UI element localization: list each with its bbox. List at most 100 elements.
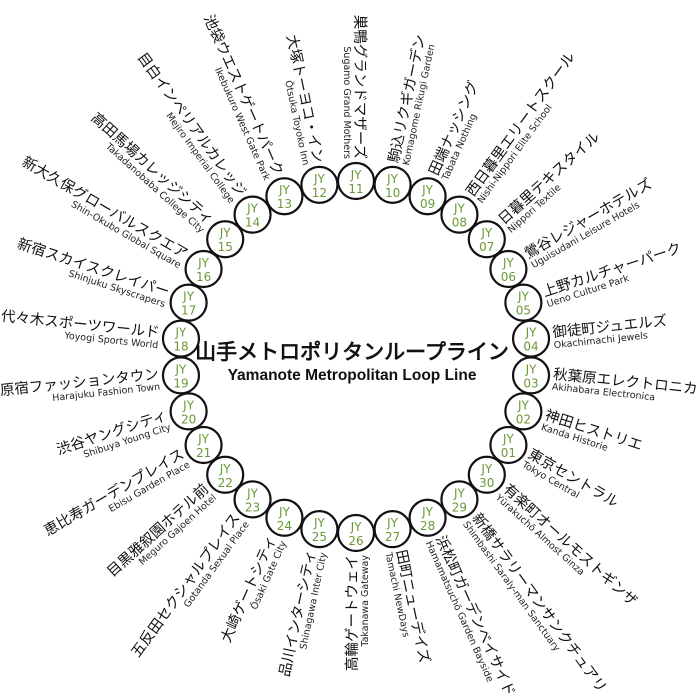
station-marker bbox=[504, 283, 543, 322]
station-marker bbox=[467, 220, 506, 259]
station-line-code: JY bbox=[453, 486, 466, 500]
station-number: 26 bbox=[348, 534, 363, 548]
station-line-code: JY bbox=[453, 202, 466, 216]
station-marker bbox=[408, 498, 447, 537]
station-number: 07 bbox=[479, 240, 494, 254]
station-line-code: JY bbox=[313, 516, 326, 530]
station-marker bbox=[467, 455, 506, 494]
station-line-code: JY bbox=[219, 462, 232, 476]
station-number: 04 bbox=[523, 340, 538, 354]
station-line-code: JY bbox=[502, 432, 515, 446]
title-japanese: 山手メトロポリタンループライン bbox=[195, 340, 509, 364]
station-line-code: JY bbox=[350, 520, 363, 534]
station-name-japanese: 巣鴨グランドマザーズ bbox=[351, 15, 368, 159]
station-line-code: JY bbox=[246, 202, 259, 216]
station-number: 16 bbox=[196, 270, 211, 284]
station-line-code: JY bbox=[386, 516, 399, 530]
station-line-code: JY bbox=[182, 290, 195, 304]
station-line-code: JY bbox=[197, 256, 210, 270]
station-number: 22 bbox=[218, 476, 233, 490]
station-number: 03 bbox=[523, 376, 538, 390]
station-line-code: JY bbox=[350, 168, 363, 182]
station-marker bbox=[373, 510, 412, 549]
station-line-code: JY bbox=[182, 398, 195, 412]
station-name-english: Sugamo Grand Mothers bbox=[341, 46, 352, 159]
station-number: 10 bbox=[385, 186, 400, 200]
station-number: 17 bbox=[181, 304, 196, 318]
station-marker bbox=[233, 480, 272, 519]
station-marker bbox=[504, 392, 543, 431]
station-number: 27 bbox=[385, 530, 400, 544]
station-number: 11 bbox=[348, 182, 363, 196]
station-marker bbox=[265, 177, 304, 216]
station-line-code: JY bbox=[502, 256, 515, 270]
station-marker bbox=[489, 249, 528, 289]
station-marker bbox=[161, 356, 201, 395]
station-number: 19 bbox=[173, 376, 188, 390]
station-number: 25 bbox=[312, 530, 327, 544]
station-line-code: JY bbox=[278, 505, 291, 519]
station-number: 28 bbox=[420, 519, 435, 533]
station-number: 21 bbox=[196, 446, 211, 460]
station-line-code: JY bbox=[480, 462, 493, 476]
station-line-code: JY bbox=[219, 226, 232, 240]
station-number: 09 bbox=[420, 197, 435, 211]
station-number: 02 bbox=[516, 412, 531, 426]
station-number: 29 bbox=[452, 500, 467, 514]
station-marker bbox=[265, 498, 304, 537]
title-english: Yamanote Metropolitan Loop Line bbox=[228, 367, 477, 384]
station-marker bbox=[489, 425, 528, 465]
station-number: 20 bbox=[181, 412, 196, 426]
station-line-code: JY bbox=[175, 326, 188, 340]
station-marker bbox=[440, 195, 479, 234]
station-line-code: JY bbox=[517, 398, 530, 412]
station-marker bbox=[206, 455, 245, 494]
station-number: 13 bbox=[277, 197, 292, 211]
station-number: 08 bbox=[452, 216, 467, 230]
station-marker bbox=[184, 425, 223, 465]
station-number: 24 bbox=[277, 519, 292, 533]
station-line-code: JY bbox=[197, 432, 210, 446]
station-marker bbox=[511, 319, 551, 358]
station-line-code: JY bbox=[313, 172, 326, 186]
station-marker bbox=[440, 480, 479, 519]
station-line-code: JY bbox=[246, 486, 259, 500]
station-line-code: JY bbox=[386, 172, 399, 186]
station-number: 06 bbox=[501, 270, 516, 284]
station-marker bbox=[300, 165, 339, 204]
station-line-code: JY bbox=[525, 362, 538, 376]
station-number: 14 bbox=[245, 216, 260, 230]
station-number: 05 bbox=[516, 304, 531, 318]
station-number: 15 bbox=[218, 240, 233, 254]
station-line-code: JY bbox=[175, 362, 188, 376]
station-number: 23 bbox=[245, 500, 260, 514]
station-marker bbox=[184, 249, 223, 289]
station-line-code: JY bbox=[525, 326, 538, 340]
station-line-code: JY bbox=[480, 226, 493, 240]
station-marker bbox=[169, 392, 208, 431]
station-marker bbox=[233, 195, 272, 234]
station-name-japanese: 高輪ゲートウェイ bbox=[344, 555, 361, 671]
station-number: 12 bbox=[312, 186, 327, 200]
station-number: 18 bbox=[173, 340, 188, 354]
